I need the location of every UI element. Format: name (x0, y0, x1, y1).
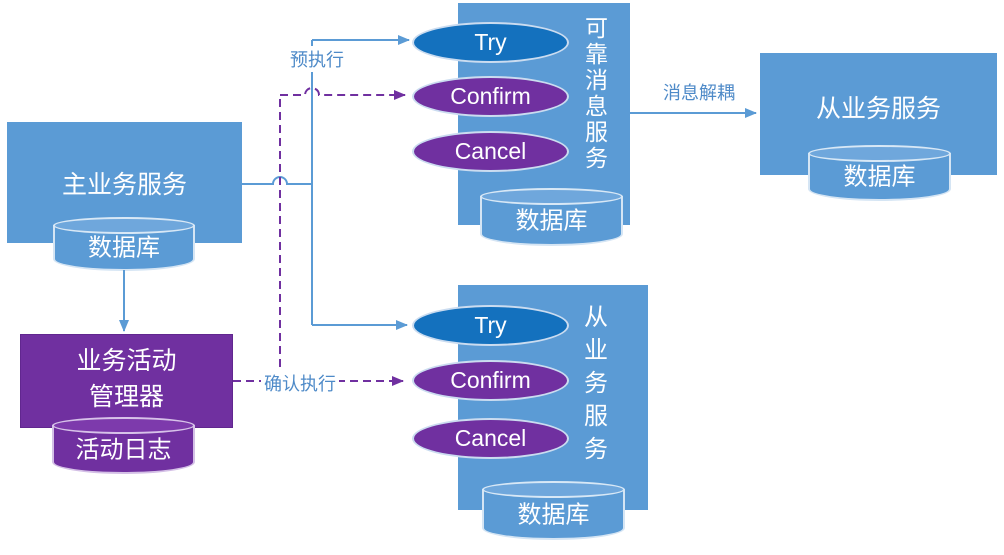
activity-log-label: 活动日志 (75, 436, 172, 464)
confirm-ellipse: Confirm (412, 360, 569, 401)
cancel-label: Cancel (454, 138, 527, 164)
cylinder-body (52, 425, 195, 474)
reliable-message-service-database-cylinder: 数据库 (480, 188, 623, 246)
cylinder-top (52, 417, 195, 434)
cylinder-body (482, 489, 625, 540)
reliable-message-service-label: 可靠消息服务 (585, 15, 608, 171)
confirm-label: Confirm (450, 367, 531, 393)
activity-manager-label-line2: 管理器 (88, 383, 164, 411)
main-service-label: 主业务服务 (61, 170, 187, 199)
slave-service-tcc-database-cylinder: 数据库 (482, 481, 625, 540)
confirm-label: Confirm (450, 83, 531, 109)
confirm-execute-label: 确认执行 (261, 370, 339, 396)
slave-service-label: 从业务服务 (815, 95, 941, 123)
activity-log-cylinder: 活动日志 (52, 417, 195, 474)
activity-manager-box: 业务活动 管理器 (20, 334, 233, 428)
slave-service-tcc-label: 从业务服务 (584, 304, 608, 463)
main-service-branch-line (242, 176, 312, 185)
cancel-label: Cancel (454, 425, 527, 451)
database-label: 数据库 (843, 163, 916, 191)
activity-manager-label-line1: 业务活动 (76, 347, 177, 375)
message-decoupling-label: 消息解耦 (660, 79, 738, 105)
slave-service-database-cylinder: 数据库 (808, 145, 951, 201)
cylinder-top (480, 188, 623, 205)
confirm-arrow-top (280, 87, 406, 100)
database-label: 数据库 (88, 234, 160, 262)
try-ellipse: Try (412, 22, 569, 63)
cylinder-top (482, 481, 625, 498)
cylinder-top (53, 217, 195, 234)
cancel-ellipse: Cancel (412, 131, 569, 172)
database-label: 数据库 (517, 501, 590, 529)
pre-execute-label: 预执行 (287, 46, 347, 72)
cancel-ellipse: Cancel (412, 418, 569, 459)
try-ellipse: Try (412, 305, 569, 346)
database-label: 数据库 (515, 207, 588, 235)
confirm-ellipse: Confirm (412, 76, 569, 117)
try-label: Try (474, 29, 507, 55)
cylinder-top (808, 145, 951, 162)
main-service-database-cylinder: 数据库 (53, 217, 195, 271)
try-label: Try (474, 312, 507, 338)
